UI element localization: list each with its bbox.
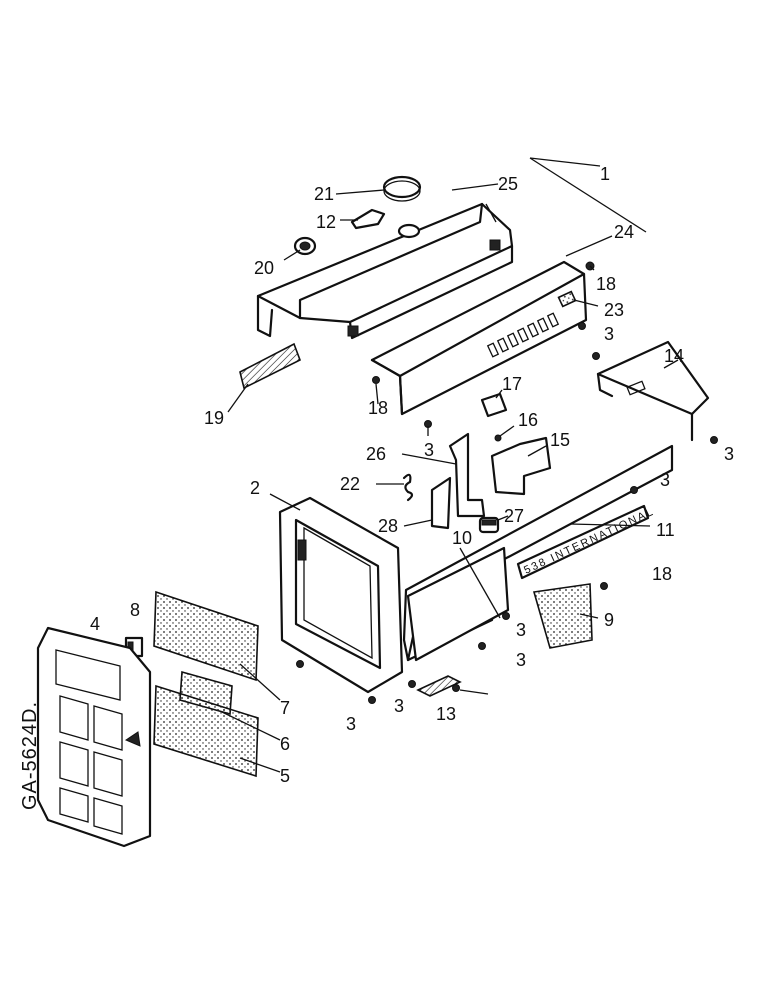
trim-plate bbox=[416, 675, 462, 697]
callout-4: 4 bbox=[90, 614, 100, 634]
hood-lower-panel bbox=[370, 260, 588, 416]
callout-26: 26 bbox=[366, 444, 386, 464]
callout-22: 22 bbox=[340, 474, 360, 494]
callout-17: 17 bbox=[502, 374, 522, 394]
bracket-28 bbox=[430, 476, 452, 530]
louvre-slots bbox=[486, 312, 560, 358]
fasteners bbox=[296, 261, 718, 704]
callout-2: 2 bbox=[250, 478, 260, 498]
callout-3-a: 3 bbox=[604, 324, 614, 344]
callout-18-low: 18 bbox=[652, 564, 672, 584]
hood-latch bbox=[350, 208, 386, 230]
callout-28: 28 bbox=[378, 516, 398, 536]
plate-5 bbox=[153, 684, 259, 778]
callout-3-e: 3 bbox=[516, 620, 526, 640]
callout-24: 24 bbox=[614, 222, 634, 242]
callout-12: 12 bbox=[316, 212, 336, 232]
fastener-16 bbox=[494, 434, 502, 442]
front-grille bbox=[36, 626, 152, 848]
hood-upper-panel bbox=[256, 202, 514, 340]
side-rail bbox=[402, 444, 674, 662]
bracket-26 bbox=[448, 432, 486, 518]
rubber-bumper bbox=[478, 516, 500, 534]
radiator-cap bbox=[382, 175, 422, 202]
callout-3-c: 3 bbox=[424, 440, 434, 460]
callout-27: 27 bbox=[504, 506, 524, 526]
insulation-pad bbox=[239, 342, 302, 390]
callout-14: 14 bbox=[664, 346, 684, 366]
spring-clip bbox=[402, 473, 414, 502]
bracket-17 bbox=[480, 392, 508, 418]
callout-1: 1 bbox=[600, 164, 610, 184]
callout-19: 19 bbox=[204, 408, 224, 428]
callout-3-d: 3 bbox=[660, 470, 670, 490]
callout-15: 15 bbox=[550, 430, 570, 450]
callout-16: 16 bbox=[518, 410, 538, 430]
callout-11: 11 bbox=[656, 520, 675, 540]
callout-21: 21 bbox=[314, 184, 334, 204]
mounting-bracket bbox=[596, 340, 710, 442]
callouts: 1 25 24 21 12 20 18 23 3 14 19 18 17 3 1… bbox=[90, 164, 734, 786]
callout-23: 23 bbox=[604, 300, 624, 320]
drawing-reference: GA-5624D. bbox=[19, 701, 41, 810]
callout-5: 5 bbox=[280, 766, 290, 786]
callout-9: 9 bbox=[604, 610, 614, 630]
callout-7: 7 bbox=[280, 698, 290, 718]
callout-3-f: 3 bbox=[516, 650, 526, 670]
callout-3-h: 3 bbox=[394, 696, 404, 716]
plate-7 bbox=[153, 590, 259, 682]
callout-6: 6 bbox=[280, 734, 290, 754]
callout-8: 8 bbox=[130, 600, 140, 620]
grille-screen bbox=[532, 583, 593, 649]
callout-20: 20 bbox=[254, 258, 274, 278]
callout-18-top: 18 bbox=[596, 274, 616, 294]
leader-lines bbox=[221, 157, 679, 773]
callout-3-g: 3 bbox=[346, 714, 356, 734]
bracket-15 bbox=[490, 436, 552, 496]
callout-13: 13 bbox=[436, 704, 456, 724]
radiator-shroud bbox=[278, 496, 404, 694]
callout-10: 10 bbox=[452, 528, 472, 548]
callout-18-mid: 18 bbox=[368, 398, 388, 418]
callout-3-b: 3 bbox=[724, 444, 734, 464]
callout-25: 25 bbox=[498, 174, 518, 194]
